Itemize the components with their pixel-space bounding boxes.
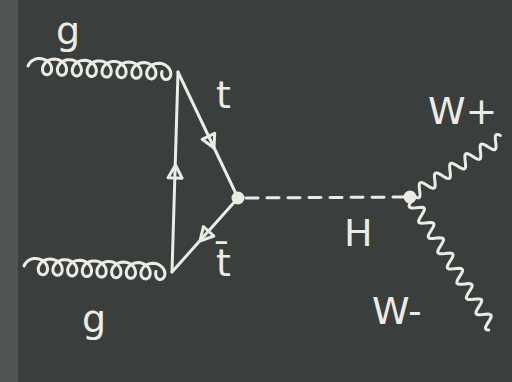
fermion-arrow <box>200 227 214 241</box>
fermion-arrow <box>202 133 215 148</box>
fermion-arrow <box>168 165 182 178</box>
gluon-label: g <box>56 12 80 50</box>
particle-label: H <box>344 214 373 252</box>
board-edge <box>0 0 18 382</box>
particle-label: t <box>216 76 231 114</box>
particle-label: t̄ <box>216 244 231 282</box>
particle-label: W- <box>372 292 422 330</box>
top-quark-line <box>178 72 238 198</box>
w-boson-line <box>412 134 500 198</box>
higgs-line <box>246 197 404 198</box>
particle-label: W+ <box>428 92 497 130</box>
gluon-label: g <box>82 300 106 338</box>
gluon-line <box>24 259 165 280</box>
vertex-dot <box>233 193 243 203</box>
gluon-line <box>28 59 171 80</box>
